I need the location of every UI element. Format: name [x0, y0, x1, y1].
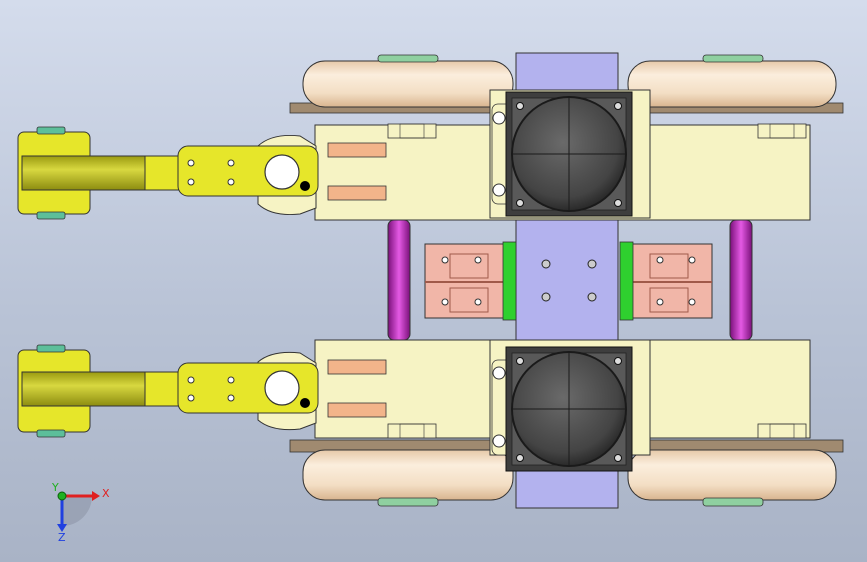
traction-arm-bottom: [17, 344, 319, 438]
y-axis-arrow: [57, 491, 67, 501]
axle-box-top: [491, 91, 633, 217]
wheel-bottom-left: [289, 439, 516, 507]
axle-box-bottom: [491, 346, 633, 472]
shock-absorber-right: [729, 219, 753, 341]
wheel-top-left: [289, 54, 516, 114]
coordinate-triad: X Y Z: [51, 481, 110, 544]
center-pivot-bolts: [541, 259, 597, 302]
y-axis-label: Y: [51, 481, 59, 494]
center-bracket-right: [619, 241, 713, 321]
x-axis-label: X: [102, 487, 110, 500]
traction-arm-top: [17, 126, 319, 220]
wheelset-top: [289, 54, 844, 114]
wheel-top-right: [624, 54, 844, 114]
center-bracket-left: [424, 241, 517, 321]
wheel-bottom-right: [624, 439, 844, 507]
z-axis-label: Z: [58, 531, 66, 544]
wheelset-bottom: [289, 439, 844, 507]
shock-absorber-left: [387, 219, 411, 341]
